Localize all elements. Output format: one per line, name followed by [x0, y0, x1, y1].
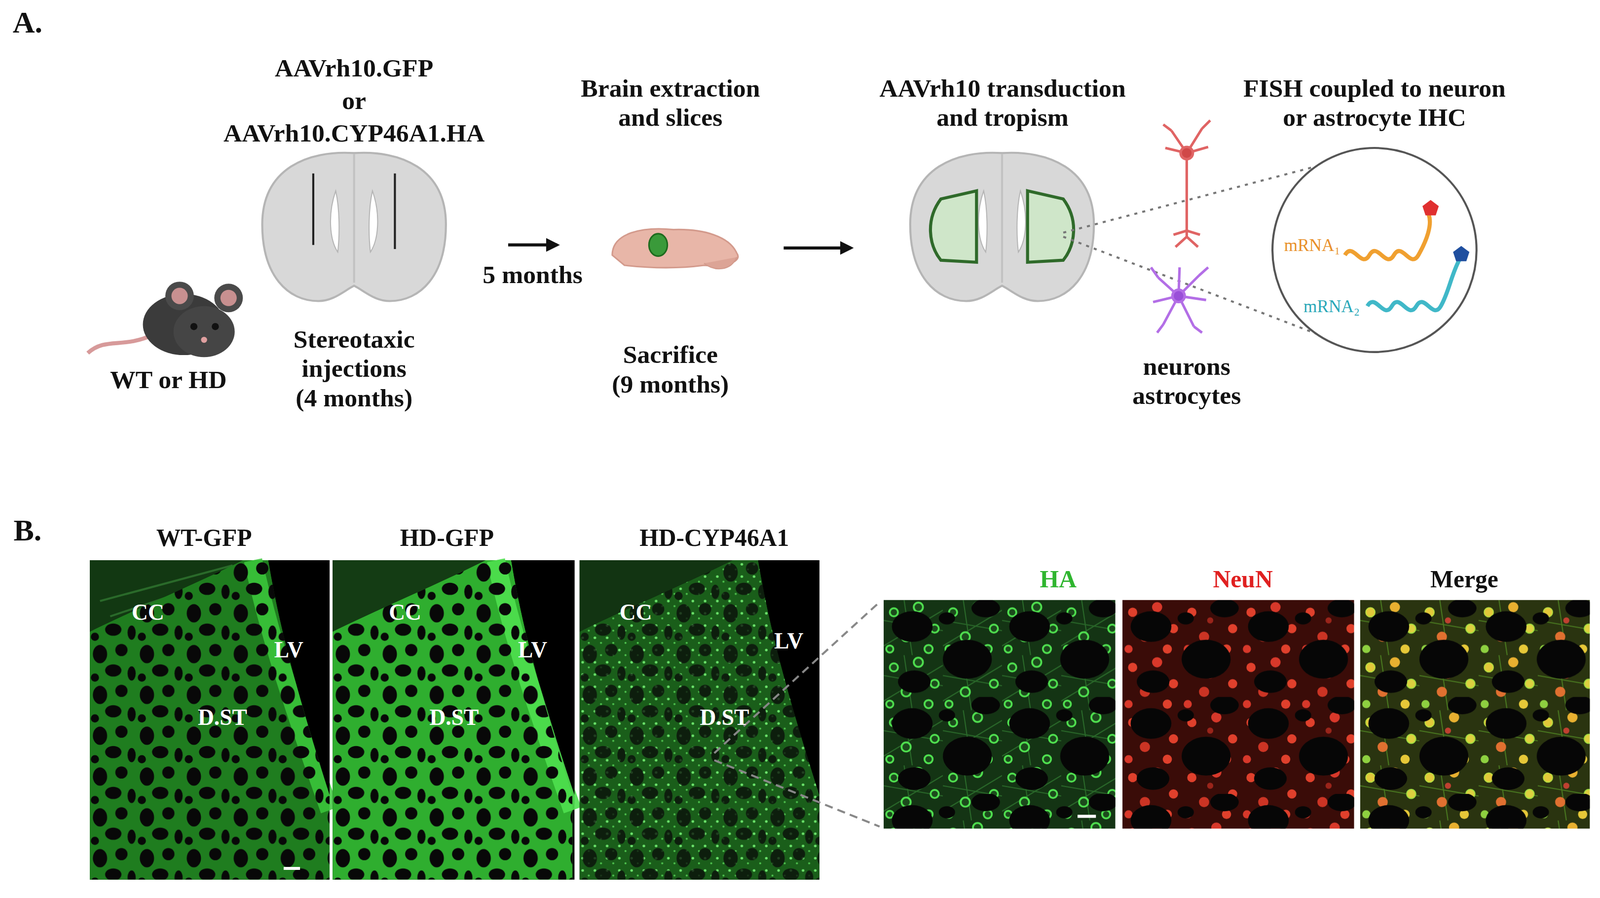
step-arrow	[508, 243, 558, 247]
step-arrow	[783, 246, 852, 250]
astrocyte-icon	[1151, 267, 1209, 333]
step-heading: AAVrh10.GFP	[211, 53, 497, 83]
figure-label: D.ST	[429, 705, 479, 731]
step-text: Stereotaxic injections (4 months)	[287, 324, 421, 413]
figure-label: LV	[518, 637, 548, 664]
neuron-icon	[1163, 120, 1211, 248]
transduced-brain	[910, 152, 1094, 302]
figure-label: D.ST	[699, 705, 749, 731]
figure-label: LV	[774, 628, 804, 654]
figure-label: A.	[12, 4, 43, 40]
step-heading: AAVrh10 transduction and tropism	[864, 73, 1141, 133]
figure-label: WT-GFP	[156, 523, 253, 553]
micrograph-merge	[1360, 600, 1590, 830]
figure-label: B.	[13, 513, 42, 549]
figure-label: HA	[1040, 565, 1077, 595]
figure-label: HD-GFP	[400, 523, 494, 553]
step-text: mRNA₁	[1284, 235, 1341, 256]
figure-label: CC	[388, 599, 422, 626]
step-text: or	[211, 85, 497, 115]
figure-label: CC	[131, 599, 165, 626]
fish-circle	[1272, 148, 1477, 353]
step-node: Brain extraction and slicesSacrifice (9 …	[563, 61, 778, 409]
figure-label: Merge	[1430, 565, 1499, 595]
figure-label: neurons astrocytes	[1110, 351, 1264, 410]
micrograph-wt-gfp	[89, 560, 330, 881]
micrograph-ha	[883, 600, 1116, 830]
figure-label: WT or HD	[110, 365, 227, 395]
figure-label: NeuN	[1212, 565, 1273, 595]
arrow-label: 5 months	[479, 260, 586, 290]
figure-label: LV	[274, 637, 304, 664]
step-text: AAVrh10.CYP46A1.HA	[211, 118, 497, 148]
micrograph-neun	[1122, 600, 1354, 830]
brain-slice	[612, 228, 739, 269]
figure-label: CC	[619, 599, 653, 626]
figure-label: HD-CYP46A1	[639, 523, 789, 553]
micrograph-hd-cyp46a1	[579, 560, 820, 881]
figure-label: D.ST	[197, 705, 248, 731]
step-heading: FISH coupled to neuron or astrocyte IHC	[1221, 73, 1528, 133]
step-node: AAVrh10 transduction and tropism	[856, 61, 1148, 317]
step-heading: Brain extraction and slices	[568, 73, 773, 133]
step-node: AAVrh10.GFPorAAVrh10.CYP46A1.HA Stereotax…	[206, 50, 503, 424]
micrograph-hd-gfp	[332, 560, 575, 881]
step-text: Sacrifice (9 months)	[594, 339, 747, 399]
injection-lines	[313, 173, 395, 250]
mouse-icon	[87, 281, 243, 358]
step-node: FISH coupled to neuron or astrocyte IHC m…	[1221, 61, 1530, 368]
step-text: mRNA₂	[1303, 297, 1360, 317]
coronal-brain	[262, 152, 447, 302]
